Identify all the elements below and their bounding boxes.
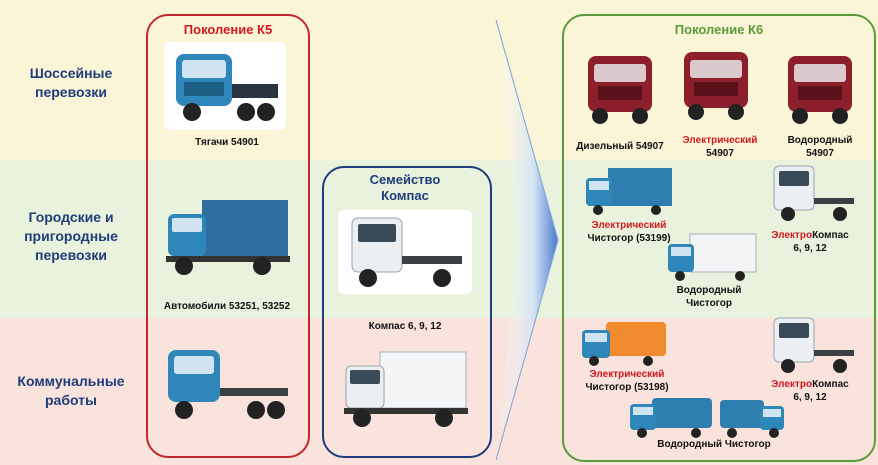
k6-hydrogen-label-line2: 54907 [806,148,834,159]
k6-el-kompas-label: ЭлектроКомпас [760,229,860,242]
k6-h2-chistogor-mun-truck-icon-2 [720,400,784,438]
k6-el-kompas-mun-label: ЭлектроКомпас [760,378,860,391]
category-municipal: Коммунальные работы [17,373,125,408]
kompas-frame [322,166,492,458]
k6-el-kompas-mun-models: 6, 9, 12 [793,392,827,403]
k6-el-kompas-mun-prefix: Электро [771,379,813,390]
kompas-models-label: Компас 6, 9, 12 [368,321,442,332]
k5-tractor-truck-icon [176,54,278,121]
k6-title: Поколение К6 [674,22,764,37]
k6-hydrogen-label-line1: Водородный [787,135,853,146]
category-urban: Городские и пригородные перевозки [24,209,118,263]
k5-box-truck-icon [166,200,290,275]
kompas-chassis-truck-icon [351,217,462,287]
k6-h2-chistogor-truck-icon [668,233,757,281]
k6-el-chistogor-label-line1: Электрический [591,220,667,231]
k5-chassis-truck-icon [168,350,288,419]
k5-trucks-label: Автомобили 53251, 53252 [163,301,291,312]
k5-frame [146,14,310,458]
k6-el-chistogor-truck-icon [586,168,672,215]
kompas-title: Семейство Компас [369,172,441,203]
k6-el-kompas-mun-name: Компас [812,379,849,390]
k6-h2-chistogor-mun-truck-icon-1 [630,398,712,438]
k6-diesel-label: Дизельный 54907 [576,141,664,152]
k6-electric-label-line2: 54907 [706,148,734,159]
k6-h2-chistogor-label-line2: Чистогор [686,298,732,309]
k6-h2-chistogor-label-line1: Водородный [676,285,742,296]
k6-el-chistogor-mun-label-line1: Электрический [589,369,665,380]
k6-el-kompas-truck-icon [773,165,854,221]
k6-hydrogen-tractor-icon [788,56,852,124]
k5-title: Поколение К5 [183,22,273,37]
k6-electric-tractor-icon [684,52,748,120]
k6-electric-label-line1: Электрический [682,135,758,146]
k6-diesel-tractor-icon [588,56,652,124]
progression-arrow [495,20,559,460]
k6-frame [562,14,876,462]
k6-el-kompas-name: Компас [812,230,849,241]
kompas-box-truck-icon [344,351,468,427]
k6-el-kompas-models: 6, 9, 12 [793,243,827,254]
k6-el-chistogor-mun-truck-icon [582,322,666,366]
k5-tractor-label: Тягачи 54901 [195,137,259,148]
k6-el-kompas-prefix: Электро [771,230,813,241]
category-highway: Шоссейные перевозки [29,65,113,100]
k6-el-kompas-mun-truck-icon [773,317,854,373]
k6-h2-chistogor-mun-label: Водородный Чистогор [657,439,771,450]
k6-el-chistogor-label-line2: Чистогор (53199) [587,233,671,244]
k6-el-chistogor-mun-label-line2: Чистогор (53198) [585,382,669,393]
